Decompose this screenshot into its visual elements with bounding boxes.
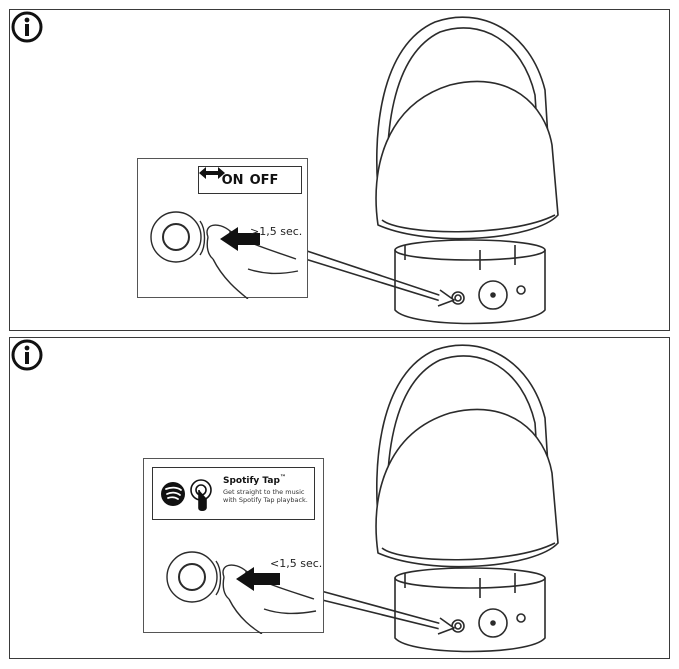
- spotify-tap-info-box: Spotify Tap™ Get straight to the music w…: [152, 467, 315, 520]
- finger-press-illustration: [166, 551, 317, 634]
- button-closeup: [150, 211, 202, 263]
- speaker-lamp-illustration-2: [309, 344, 559, 653]
- double-arrow-icon: [199, 167, 225, 179]
- lamp-shade: [375, 80, 559, 240]
- pointer-arrow: [297, 247, 443, 297]
- spotify-tap-description: Get straight to the music with Spotify T…: [223, 488, 308, 504]
- spotify-tap-title: Spotify Tap™: [223, 474, 286, 486]
- finger-press-illustration: [150, 211, 299, 299]
- on-text: ON: [221, 172, 244, 188]
- power-button-detail-inset: ON OFF >1,5 sec.: [137, 158, 308, 299]
- volume-knob: [478, 608, 508, 638]
- info-circle-icon: [11, 339, 43, 371]
- pointer-arrow: [309, 587, 443, 625]
- off-text: OFF: [249, 172, 279, 188]
- speaker-lamp-illustration: [297, 16, 559, 325]
- spotify-logo-icon: [161, 482, 185, 506]
- finger-tap-icon: [190, 479, 212, 512]
- speaker-base: [394, 578, 546, 653]
- power-button: [451, 291, 465, 305]
- lamp-shade: [375, 408, 559, 568]
- info-circle-icon: [11, 11, 43, 43]
- instruction-panel-spotify-tap: Spotify Tap™ Get straight to the music w…: [9, 337, 670, 659]
- speaker-base: [394, 250, 546, 325]
- button-closeup: [166, 551, 218, 603]
- lamp-handle: [375, 344, 551, 539]
- press-duration-label: <1,5 sec.: [270, 557, 323, 570]
- volume-knob: [478, 280, 508, 310]
- on-off-label: ON OFF: [198, 166, 302, 194]
- press-duration-label: >1,5 sec.: [250, 225, 303, 238]
- spotify-tap-detail-inset: Spotify Tap™ Get straight to the music w…: [143, 458, 324, 634]
- instruction-panel-power: ON OFF >1,5 sec.: [9, 9, 670, 331]
- power-button: [451, 619, 465, 633]
- lamp-handle: [375, 16, 551, 211]
